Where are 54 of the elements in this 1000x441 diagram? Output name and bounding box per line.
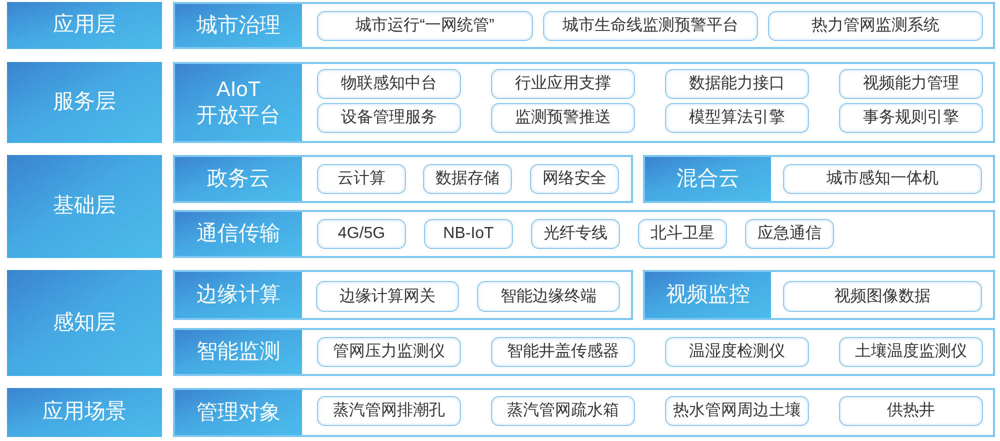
feature-tag: 模型算法引擎 [665, 103, 809, 133]
panel-header: 混合云 [645, 157, 771, 201]
feature-tag: 光纤专线 [531, 219, 620, 249]
panel-header: 管理对象 [175, 390, 302, 435]
feature-tag: 城市感知一体机 [783, 164, 982, 194]
layer-block: 感知层 [7, 270, 162, 376]
feature-tag: 边缘计算网关 [316, 281, 459, 312]
feature-tag: 热力管网监测系统 [768, 11, 983, 41]
layer-panel [643, 155, 995, 203]
layer-panel [173, 270, 633, 320]
feature-tag: 设备管理服务 [317, 103, 461, 133]
panel-header: 通信传输 [175, 212, 302, 256]
feature-tag: 智能边缘终端 [477, 281, 620, 312]
feature-tag: 温湿度检测仪 [665, 337, 809, 367]
layer-block: 基础层 [7, 155, 162, 258]
feature-tag: 数据能力接口 [665, 69, 809, 99]
feature-tag: 视频能力管理 [839, 69, 983, 99]
feature-tag: 热水管网周边土壤 [665, 396, 809, 426]
panel-header: 智能监测 [175, 330, 302, 374]
layer-panel [173, 2, 995, 49]
panel-header: 政务云 [175, 157, 302, 201]
feature-tag: 智能井盖传感器 [491, 337, 635, 367]
panel-header: AIoT 开放平台 [175, 64, 302, 141]
feature-tag: 应急通信 [745, 219, 834, 249]
feature-tag: 行业应用支撑 [491, 69, 635, 99]
layer-panel [173, 328, 995, 376]
feature-tag: 4G/5G [317, 219, 406, 249]
feature-tag: 北斗卫星 [638, 219, 727, 249]
feature-tag: 物联感知中台 [317, 69, 461, 99]
feature-tag: 视频图像数据 [783, 281, 982, 312]
feature-tag: 城市生命线监测预警平台 [543, 11, 758, 41]
feature-tag: 供热井 [839, 396, 983, 426]
layer-panel [173, 62, 995, 143]
layer-panel [173, 388, 995, 437]
layer-panel [173, 155, 633, 203]
feature-tag: NB-IoT [424, 219, 513, 249]
panel-header: 城市治理 [175, 4, 302, 47]
panel-header: 边缘计算 [175, 272, 302, 318]
feature-tag: 蒸汽管网疏水箱 [491, 396, 635, 426]
panel-header: 视频监控 [645, 272, 771, 318]
feature-tag: 蒸汽管网排潮孔 [317, 396, 461, 426]
layer-block: 服务层 [7, 62, 162, 143]
feature-tag: 城市运行“一网统管” [317, 11, 533, 41]
layer-block: 应用场景 [7, 388, 162, 437]
feature-tag: 事务规则引擎 [839, 103, 983, 133]
feature-tag: 网络安全 [530, 164, 619, 194]
feature-tag: 监测预警推送 [491, 103, 635, 133]
feature-tag: 云计算 [317, 164, 406, 194]
layer-panel [173, 210, 995, 258]
feature-tag: 土壤温度监测仪 [839, 337, 983, 367]
layer-panel [643, 270, 995, 320]
layer-block: 应用层 [7, 2, 162, 49]
feature-tag: 数据存储 [423, 164, 512, 194]
feature-tag: 管网压力监测仪 [317, 337, 461, 367]
